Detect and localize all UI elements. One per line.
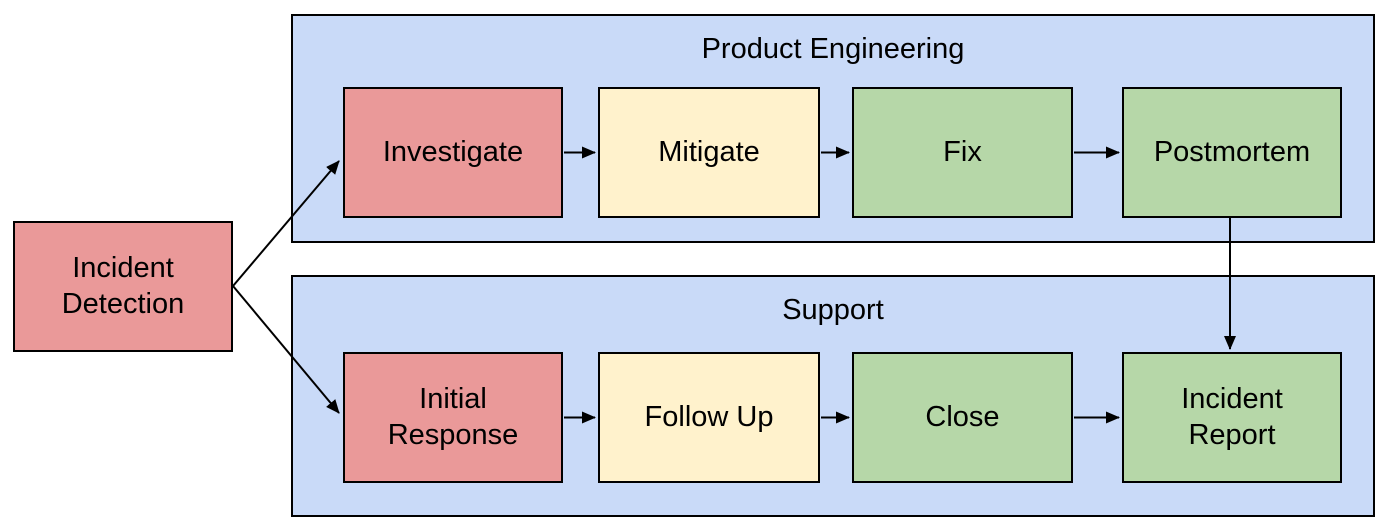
node-label-close: Close <box>925 400 1000 433</box>
node-postmortem: Postmortem <box>1122 87 1342 218</box>
node-follow-up: Follow Up <box>598 352 820 483</box>
node-label-incident-report: Incident Report <box>1181 383 1283 451</box>
node-investigate: Investigate <box>343 87 563 218</box>
node-label-fix: Fix <box>943 135 982 168</box>
node-label-investigate: Investigate <box>382 135 524 168</box>
node-label-postmortem: Postmortem <box>1153 135 1311 168</box>
group-title-product-engineering: Product Engineering <box>701 33 965 65</box>
node-initial-response: Initial Response <box>343 352 563 483</box>
node-fix: Fix <box>852 87 1073 218</box>
node-label-follow-up: Follow Up <box>644 400 774 433</box>
group-title-support: Support <box>782 294 884 326</box>
node-incident-detection: Incident Detection <box>13 221 233 352</box>
node-incident-report: Incident Report <box>1122 352 1342 483</box>
node-label-initial-response: Initial Response <box>387 383 519 451</box>
node-close: Close <box>852 352 1073 483</box>
node-mitigate: Mitigate <box>598 87 820 218</box>
node-label-mitigate: Mitigate <box>658 135 760 168</box>
node-label-incident-detection: Incident Detection <box>61 252 185 320</box>
